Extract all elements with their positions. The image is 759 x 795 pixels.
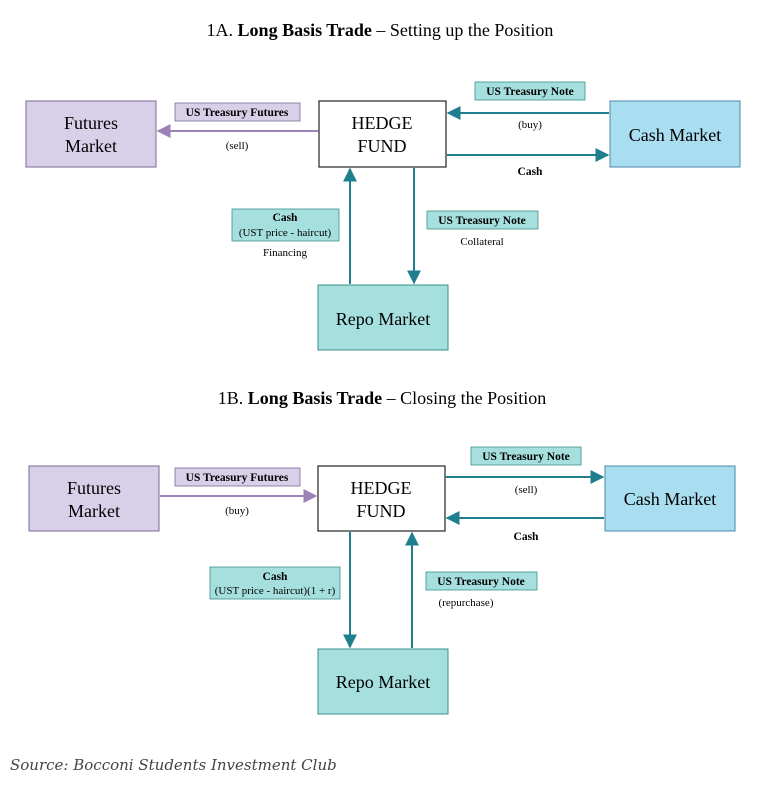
cash-market-box-b	[604, 465, 736, 532]
futures-market-label-b-1: Futures	[67, 478, 121, 498]
cash-note-tag-b	[470, 446, 582, 466]
repo-note-tag-b	[425, 571, 538, 591]
cash-receipt-label-b: Cash	[514, 531, 540, 543]
repo-note-tag	[426, 210, 539, 230]
cash-market-label-b: Cash Market	[624, 489, 716, 509]
repo-cash-sub: (UST price - haircut)	[239, 227, 332, 239]
hedge-fund-label-b-2: FUND	[356, 501, 405, 521]
futures-market-box	[25, 100, 157, 168]
diagram-1b: 1B. Long Basis Trade – Closing the Posit…	[28, 388, 736, 715]
hedge-fund-label-b-1: HEDGE	[351, 478, 412, 498]
futures-flow-label-b: US Treasury Futures	[186, 472, 289, 484]
repo-note-label-b: US Treasury Note	[437, 576, 525, 588]
repo-note-sub: Collateral	[460, 236, 503, 248]
repo-note-label: US Treasury Note	[438, 215, 526, 227]
futures-flow-sub: (sell)	[226, 140, 249, 152]
futures-market-label-1: Futures	[64, 113, 118, 133]
repo-cash-tag	[231, 208, 340, 242]
futures-flow-tag-b	[174, 467, 301, 487]
diagram-1a-title: 1A. Long Basis Trade – Setting up the Po…	[207, 20, 554, 40]
repo-market-box-b	[317, 648, 449, 715]
futures-market-label-2: Market	[65, 136, 117, 156]
repo-cash-label: Cash	[273, 212, 299, 224]
repo-market-label-b: Repo Market	[336, 672, 430, 692]
cash-note-sub: (buy)	[518, 119, 542, 131]
hedge-fund-box-b	[317, 465, 446, 532]
repo-market-box	[317, 284, 449, 351]
hedge-fund-label-2: FUND	[357, 136, 406, 156]
repo-market-label: Repo Market	[336, 309, 430, 329]
hedge-fund-label-1: HEDGE	[352, 113, 413, 133]
cash-market-box	[609, 100, 741, 168]
cash-note-label: US Treasury Note	[486, 86, 574, 98]
futures-flow-label: US Treasury Futures	[186, 107, 289, 119]
cash-note-label-b: US Treasury Note	[482, 451, 570, 463]
repo-cash-label-b: Cash	[263, 571, 289, 583]
cash-note-sub-b: (sell)	[515, 484, 538, 496]
futures-flow-tag	[174, 102, 301, 122]
cash-note-tag	[474, 81, 586, 101]
cash-payment-label: Cash	[518, 166, 544, 178]
hedge-fund-box	[318, 100, 447, 168]
cash-market-label: Cash Market	[629, 125, 721, 145]
diagram-1a: 1A. Long Basis Trade – Setting up the Po…	[25, 20, 741, 351]
diagram-1b-title: 1B. Long Basis Trade – Closing the Posit…	[218, 388, 546, 408]
futures-flow-sub-b: (buy)	[225, 505, 249, 517]
repo-cash-note: Financing	[263, 247, 307, 259]
source-caption: Source: Bocconi Students Investment Club	[10, 756, 337, 774]
futures-market-box-b	[28, 465, 160, 532]
repo-cash-sub-b: (UST price - haircut)(1 + r)	[215, 585, 336, 597]
repo-note-sub-b: (repurchase)	[439, 597, 494, 609]
futures-market-label-b-2: Market	[68, 501, 120, 521]
repo-cash-tag-b	[209, 566, 341, 600]
